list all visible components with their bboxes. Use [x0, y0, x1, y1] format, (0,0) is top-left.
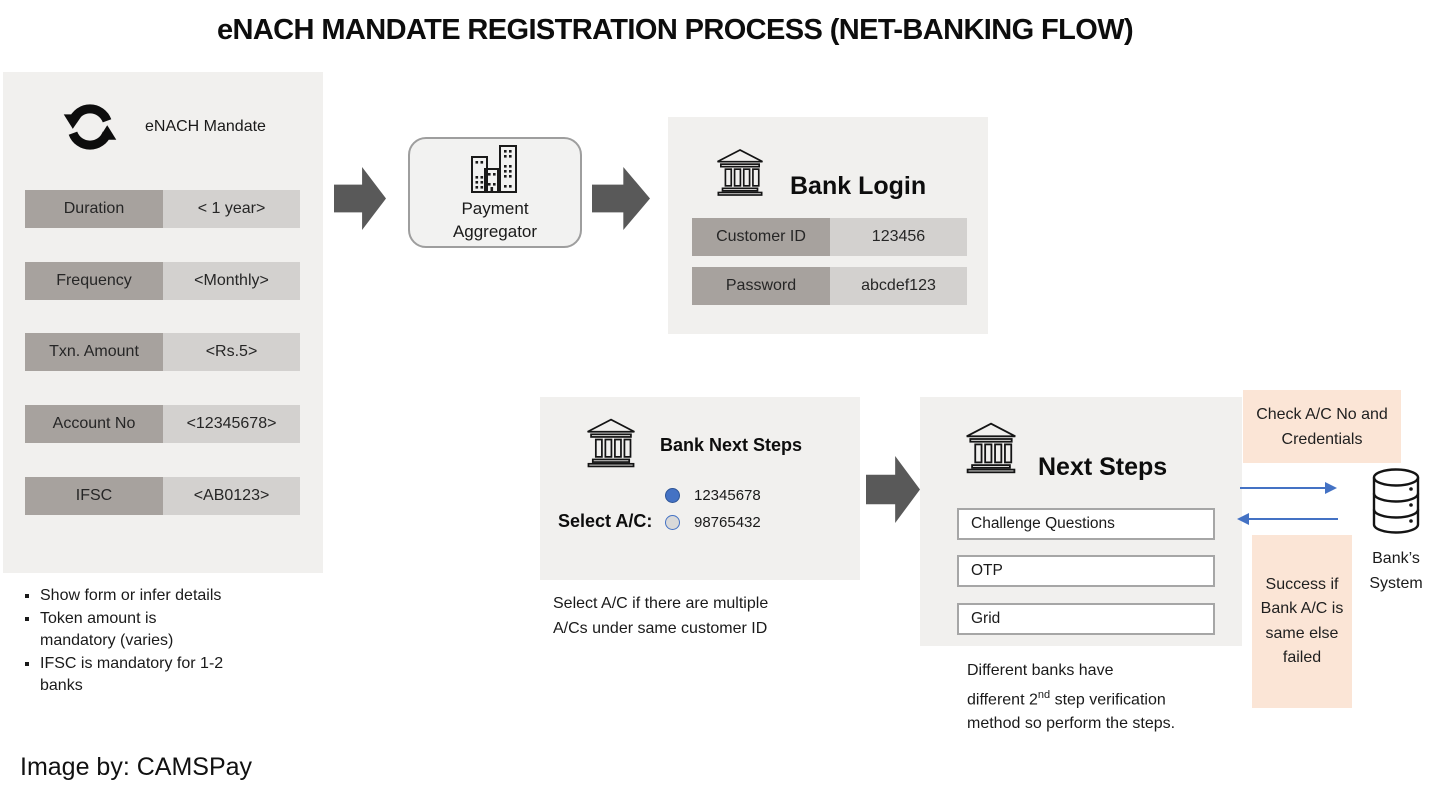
mandate-field-row: Frequency <Monthly> [25, 262, 300, 300]
mandate-field-row: Duration < 1 year> [25, 190, 300, 228]
verification-caption: Different banks have different 2nd step … [967, 662, 1176, 733]
field-value-duration[interactable]: < 1 year> [163, 190, 300, 228]
bank-icon [715, 146, 765, 199]
note-item: Show form or infer details [40, 585, 236, 608]
field-value-ifsc[interactable]: <AB0123> [163, 477, 300, 515]
field-value-frequency[interactable]: <Monthly> [163, 262, 300, 300]
buildings-icon [469, 143, 521, 193]
next-steps-panel: Next Steps Challenge Questions OTP Grid [920, 397, 1242, 646]
mandate-field-row: Txn. Amount <Rs.5> [25, 333, 300, 371]
mandate-header: eNACH Mandate [61, 98, 266, 156]
field-value-txn-amount[interactable]: <Rs.5> [163, 333, 300, 371]
bank-login-title: Bank Login [790, 172, 927, 200]
mandate-field-row: Account No <12345678> [25, 405, 300, 443]
field-label-customer-id: Customer ID [692, 218, 830, 256]
login-field-row: Password abcdef123 [692, 267, 967, 305]
sync-icon [61, 98, 119, 156]
field-value-password[interactable]: abcdef123 [830, 267, 967, 305]
mandate-notes: Show form or infer details Token amount … [18, 585, 236, 698]
field-value-customer-id[interactable]: 123456 [830, 218, 967, 256]
account-option[interactable]: 98765432 [665, 514, 761, 531]
account-option[interactable]: 12345678 [665, 487, 761, 504]
field-value-account-no[interactable]: <12345678> [163, 405, 300, 443]
database-icon [1371, 468, 1421, 535]
flow-arrow-icon [334, 167, 386, 230]
mandate-field-row: IFSC <AB0123> [25, 477, 300, 515]
bank-next-steps-title: Bank Next Steps [660, 435, 803, 455]
field-label-password: Password [692, 267, 830, 305]
note-item: Token amount is mandatory (varies) [40, 608, 236, 653]
bank-next-steps-panel: Bank Next Steps Select A/C: 12345678 987… [540, 397, 860, 580]
bank-icon [964, 421, 1018, 475]
field-label-txn-amount: Txn. Amount [25, 333, 163, 371]
field-label-ifsc: IFSC [25, 477, 163, 515]
check-credentials-box: Check A/C No and Credentials [1243, 390, 1401, 463]
account-number: 98765432 [694, 514, 761, 531]
select-account-caption: Select A/C if there are multiple A/Cs un… [553, 595, 769, 637]
bank-login-panel: Bank Login Customer ID 123456 Password a… [668, 117, 988, 334]
mandate-panel: eNACH Mandate Duration < 1 year> Frequen… [3, 72, 323, 573]
success-result-box: Success if Bank A/C is same else failed [1252, 535, 1352, 708]
field-label-account-no: Account No [25, 405, 163, 443]
field-label-frequency: Frequency [25, 262, 163, 300]
payment-aggregator-node: Payment Aggregator [408, 137, 582, 248]
select-account-label: Select A/C: [558, 511, 653, 531]
account-number: 12345678 [694, 487, 761, 504]
field-label-duration: Duration [25, 190, 163, 228]
image-credit: Image by: CAMSPay [20, 753, 253, 781]
request-response-arrows-icon [1232, 478, 1346, 528]
bank-icon [585, 417, 637, 469]
flow-arrow-icon [866, 456, 920, 523]
radio-selected-icon[interactable] [665, 488, 680, 503]
mandate-header-label: eNACH Mandate [145, 118, 266, 135]
next-steps-title: Next Steps [1038, 453, 1168, 481]
option-challenge-questions[interactable]: Challenge Questions [957, 508, 1215, 540]
option-grid[interactable]: Grid [957, 603, 1215, 635]
bank-system-label: Bank’s System [1369, 550, 1423, 592]
flow-arrow-icon [592, 167, 650, 230]
radio-unselected-icon[interactable] [665, 515, 680, 530]
login-field-row: Customer ID 123456 [692, 218, 967, 256]
note-item: IFSC is mandatory for 1-2 banks [40, 653, 236, 698]
payment-aggregator-label: Payment Aggregator [452, 198, 538, 241]
option-otp[interactable]: OTP [957, 555, 1215, 587]
page-title: eNACH MANDATE REGISTRATION PROCESS (NET-… [216, 14, 1134, 46]
